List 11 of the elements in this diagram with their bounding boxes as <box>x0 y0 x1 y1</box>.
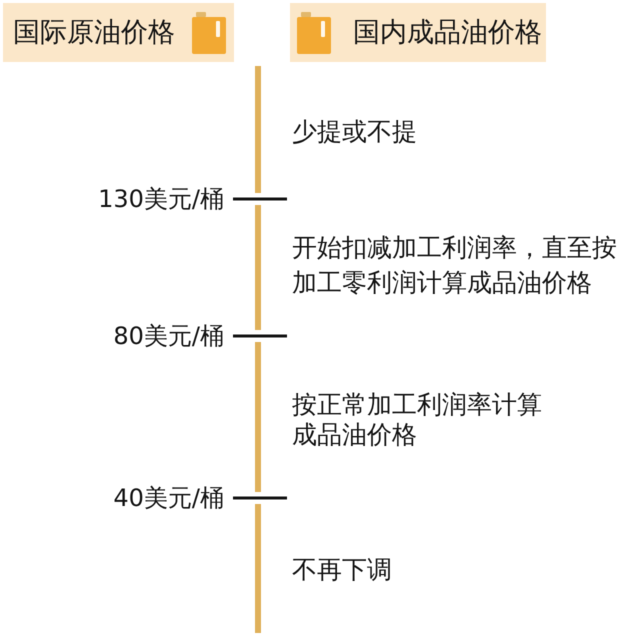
heading-text: 国内成品油价格 <box>353 16 542 48</box>
range-note: 少提或不提 <box>292 116 417 148</box>
price-label: 80美元/桶 <box>113 321 224 351</box>
price-label: 130美元/桶 <box>98 184 224 214</box>
range-note: 不再下调 <box>292 554 392 586</box>
heading-box <box>290 3 546 62</box>
range-note: 按正常加工利润率计算成品油价格 <box>292 390 543 450</box>
heading-box <box>3 3 234 62</box>
price-label: 40美元/桶 <box>113 483 224 513</box>
heading-text: 国际原油价格 <box>13 16 175 48</box>
range-note: 开始扣减加工利润率，直至按加工零利润计算成品油价格 <box>292 232 618 299</box>
